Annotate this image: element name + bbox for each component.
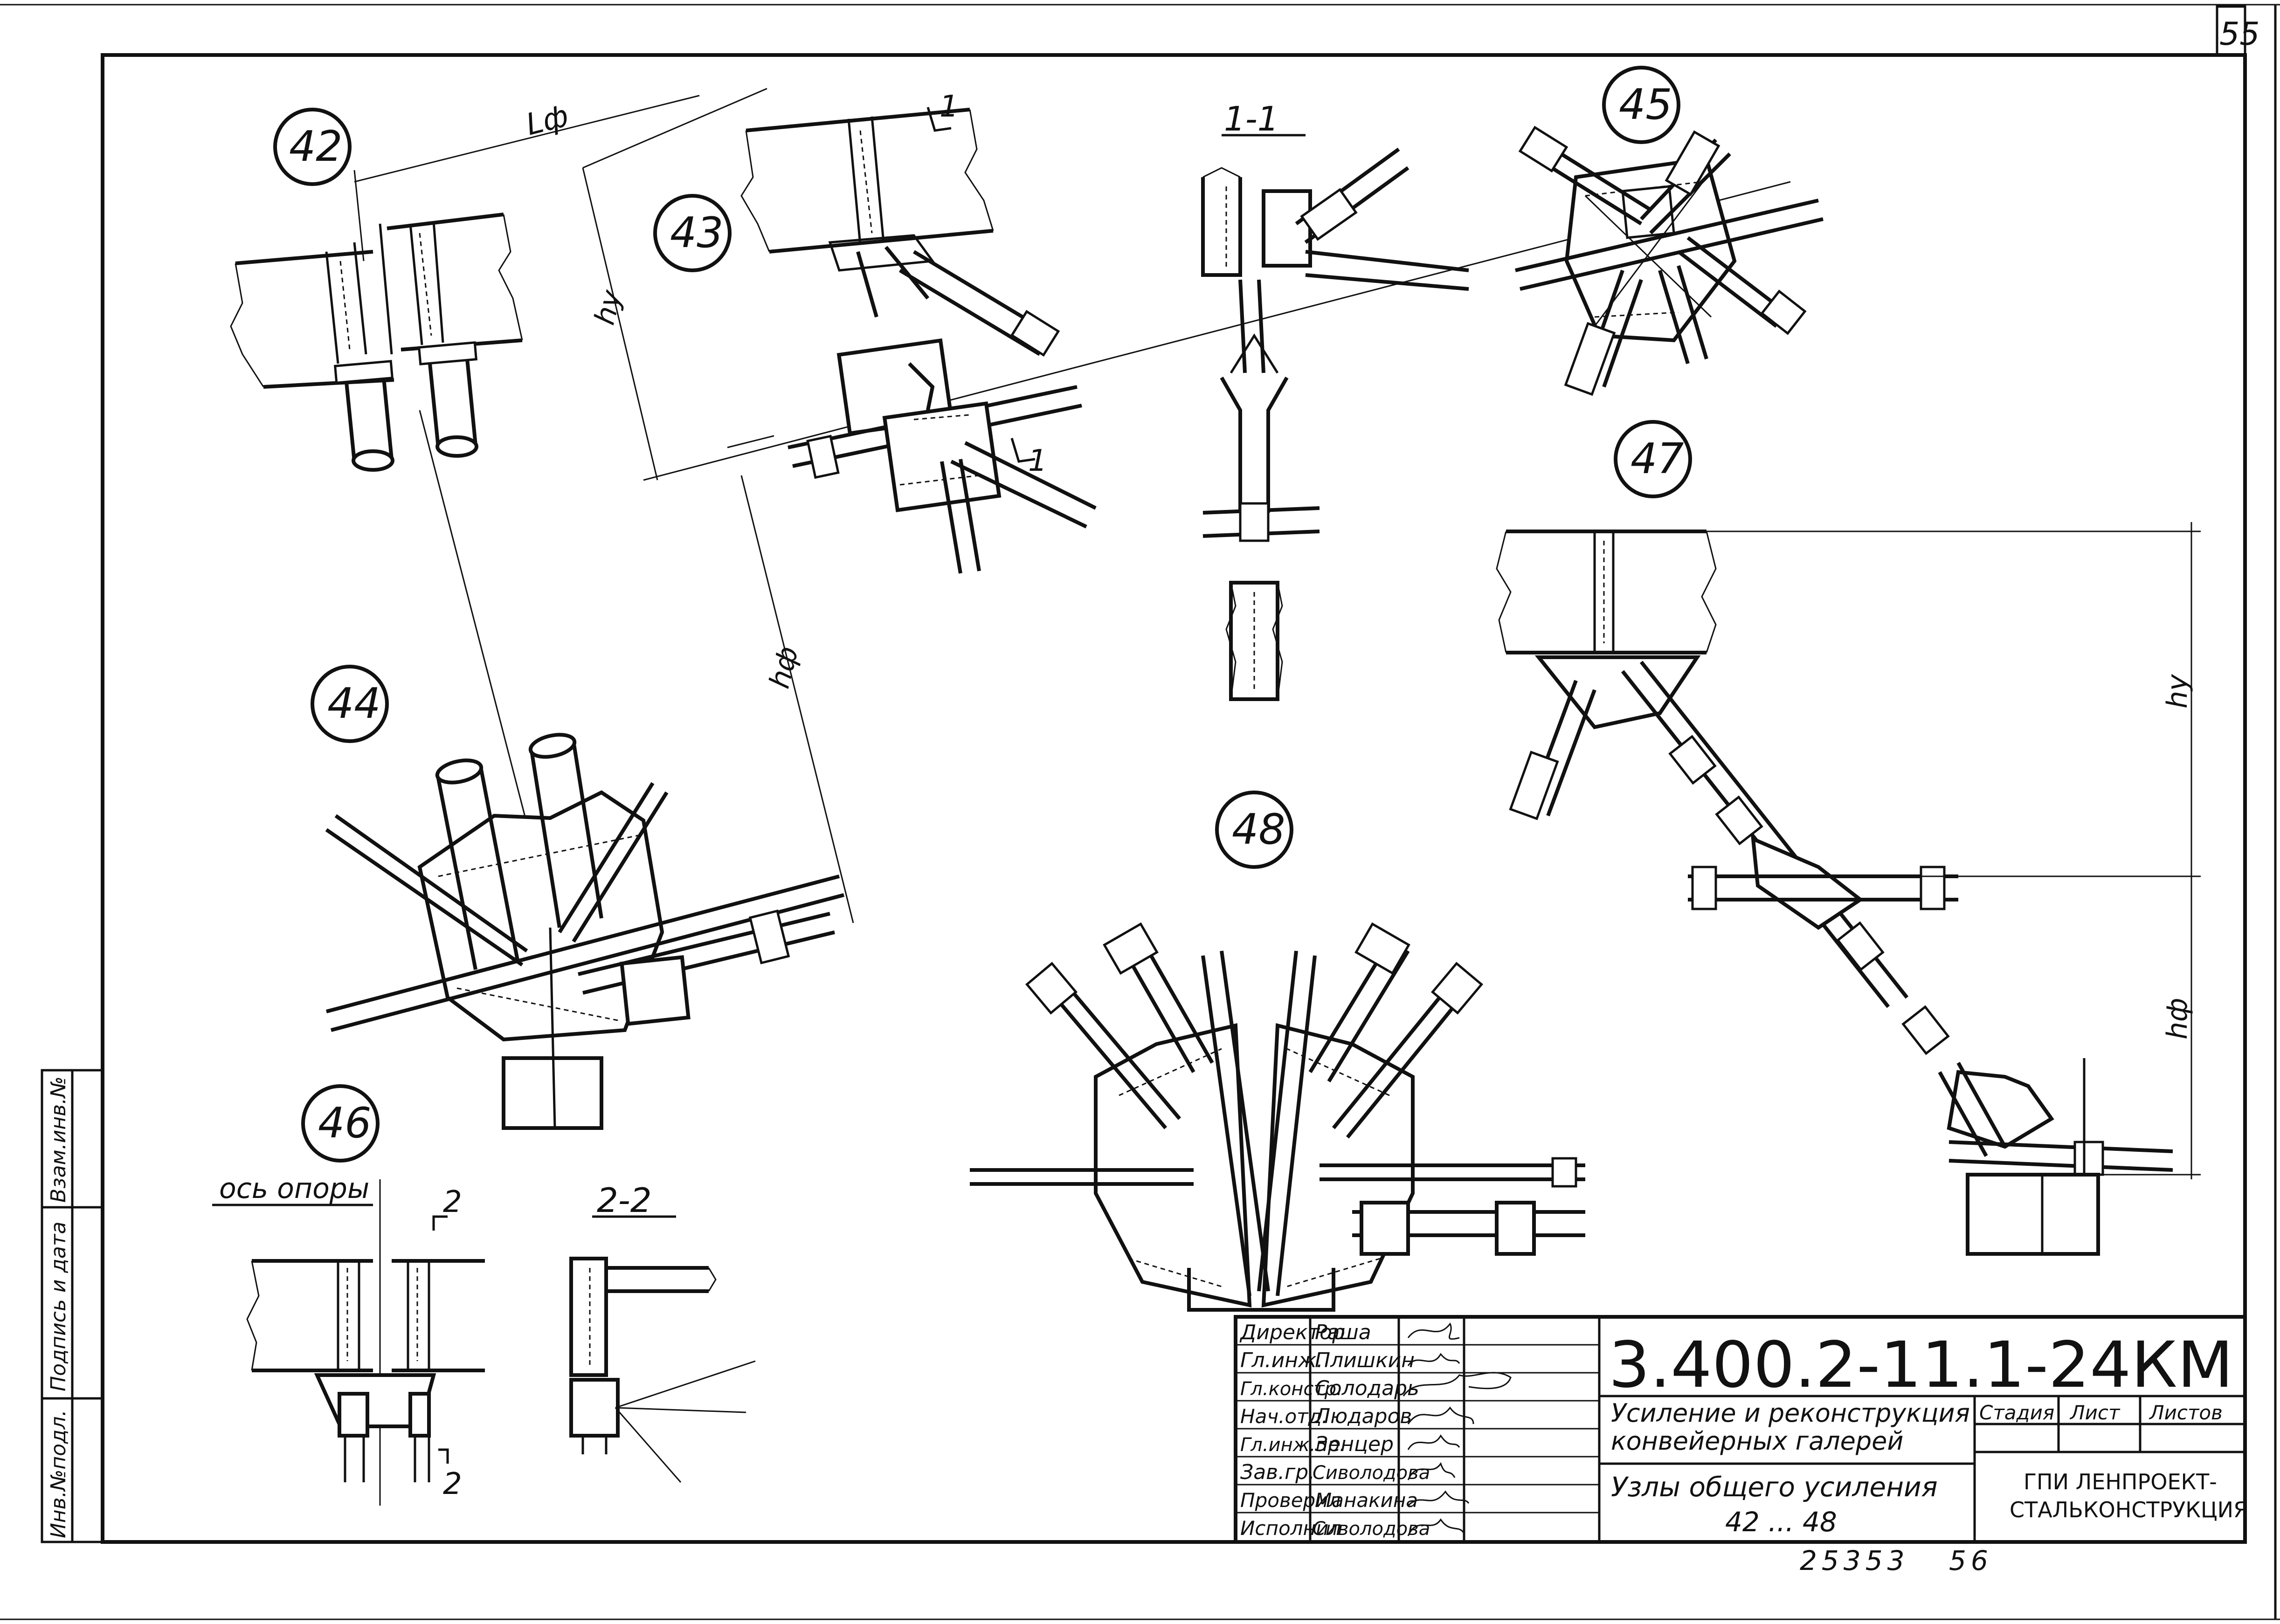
document-code: 3.400.2-11.1-24КМ	[1609, 1328, 2233, 1402]
node-43-marker	[653, 194, 732, 272]
project-title-line1: Усиление и реконструкция	[1611, 1398, 1970, 1428]
sig-role-5: Зав.гр.	[1240, 1460, 1315, 1484]
support-axis-label: ось опоры	[219, 1172, 369, 1205]
organization-line2: СТАЛЬКОНСТРУКЦИЯ	[2010, 1497, 2248, 1522]
dimension-l-f: Lф	[523, 99, 572, 143]
signature-scribbles	[1403, 1322, 1512, 1536]
section-2-2-label: 2-2	[597, 1181, 652, 1220]
node-46-marker	[301, 1084, 380, 1163]
section-cut-2-bottom: 2	[443, 1467, 462, 1501]
stamp-inv-original: Инв.№подл.	[47, 1410, 70, 1538]
node-45-marker	[1602, 66, 1680, 144]
node-47-drawing	[1496, 522, 2201, 1256]
sig-name-5: Сиволодова	[1313, 1462, 1430, 1484]
organization-line1: ГПИ ЛЕНПРОЕКТ-	[2024, 1469, 2217, 1494]
node-43-drawing	[740, 107, 1097, 574]
dimension-h-f-47: hф	[2161, 998, 2194, 1039]
sig-name-4: Зенцер	[1315, 1432, 1394, 1456]
node-47-label: 47	[1631, 434, 1684, 483]
side-stamp	[41, 1069, 104, 1543]
node-48-marker	[1215, 791, 1293, 869]
node-48-drawing	[970, 922, 1585, 1312]
column-sheet: Лист	[2069, 1401, 2121, 1424]
sheet-title-line1: Узлы общего усиления	[1611, 1471, 1938, 1503]
sheet-title-line2: 42 ... 48	[1725, 1506, 1837, 1538]
column-sheets: Листов	[2149, 1401, 2223, 1424]
stamp-inv-replace: Взам.инв.№	[47, 1076, 70, 1203]
node-45-label: 45	[1619, 80, 1672, 129]
sig-role-3: Нач.отд.	[1240, 1405, 1328, 1428]
node-42-drawing	[230, 95, 700, 472]
sig-role-4: Гл.инж.пр.	[1240, 1434, 1346, 1456]
dimension-h-y-47: hу	[2161, 674, 2194, 709]
copy-number: 56	[1949, 1545, 1993, 1576]
title-block-grid	[1234, 1315, 2247, 1544]
section-cut-1-top: 1	[940, 89, 959, 124]
node-44-marker	[311, 665, 389, 743]
dimension-h-y-43: hу	[588, 286, 629, 328]
sig-name-3: Людаров	[1314, 1404, 1412, 1428]
node-42-marker	[273, 108, 352, 186]
sig-role-0: Директор	[1239, 1321, 1345, 1344]
node-48-label: 48	[1232, 805, 1285, 854]
page-number: 55	[2219, 16, 2260, 53]
section-2-2-drawing	[569, 1215, 756, 1483]
node-43-label: 43	[670, 208, 724, 257]
section-1-1-label: 1-1	[1224, 99, 1279, 138]
sig-name-1: Плишкин	[1315, 1349, 1415, 1372]
section-cut-1-bottom: 1	[1028, 444, 1047, 478]
sig-name-0: Раша	[1315, 1321, 1371, 1344]
node-46-drawing	[212, 1179, 485, 1506]
sig-name-2: Солодарь	[1315, 1376, 1419, 1400]
sig-role-7: Исполнил	[1240, 1517, 1341, 1540]
sig-role-1: Гл.инж.	[1240, 1349, 1323, 1372]
node-44-drawing	[325, 733, 845, 1130]
section-cut-2-top: 2	[443, 1185, 462, 1219]
sheet-frame	[0, 4, 2280, 1620]
sig-name-6: Манакина	[1315, 1489, 1418, 1512]
sig-name-7: Сиволодова	[1313, 1518, 1430, 1540]
node-42-label: 42	[289, 122, 343, 171]
sig-role-6: Проверил	[1240, 1489, 1340, 1512]
column-stage: Стадия	[1979, 1401, 2054, 1424]
node-44-label: 44	[327, 679, 381, 728]
archive-number: 25353	[1800, 1545, 1909, 1576]
project-title-line2: конвейерных галерей	[1611, 1426, 1903, 1456]
node-45-drawing	[1515, 125, 1824, 396]
dimension-h-f-44: hф	[763, 643, 805, 692]
section-1-1-drawing	[1201, 134, 1469, 701]
sig-role-2: Гл.констр.	[1240, 1378, 1342, 1400]
stamp-signature-date: Подпись и дата	[47, 1222, 70, 1391]
node-46-label: 46	[318, 1099, 372, 1148]
node-47-marker	[1614, 420, 1692, 498]
